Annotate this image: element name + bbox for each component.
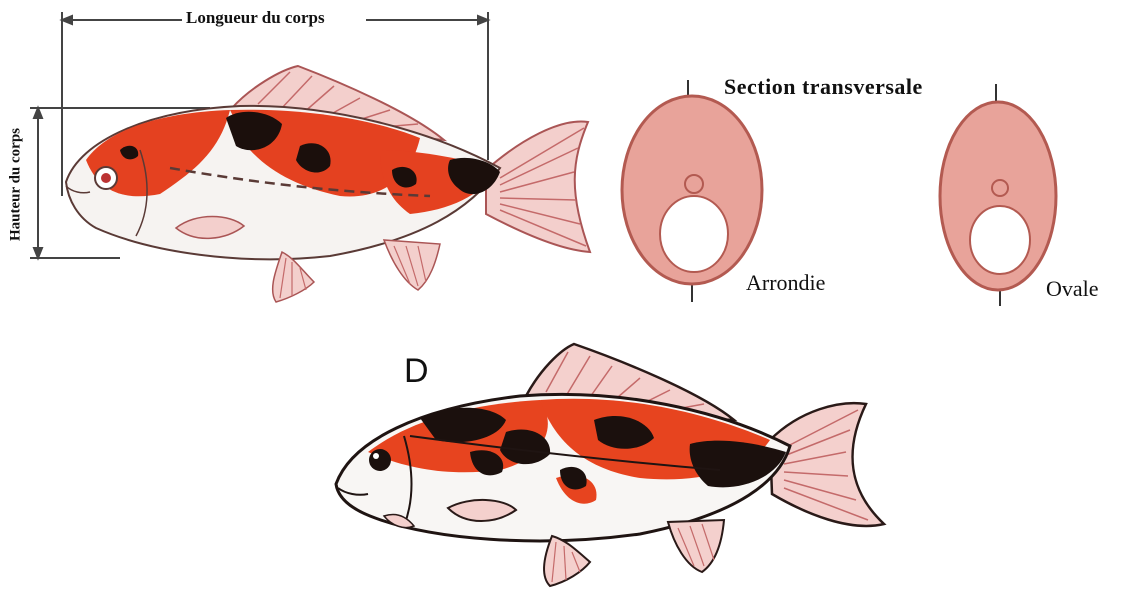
round-section-label: Arrondie [746, 270, 825, 296]
fish-illustration-top [66, 66, 590, 302]
cross-section-oval [940, 84, 1056, 306]
body-length-label: Longueur du corps [182, 8, 329, 28]
cross-section-round [622, 80, 762, 302]
body-height-label: Hauteur du corps [8, 125, 25, 245]
fish-d-letter: D [404, 352, 429, 391]
cross-section-label: Section transversale [724, 74, 923, 100]
oval-section-label: Ovale [1046, 276, 1099, 302]
